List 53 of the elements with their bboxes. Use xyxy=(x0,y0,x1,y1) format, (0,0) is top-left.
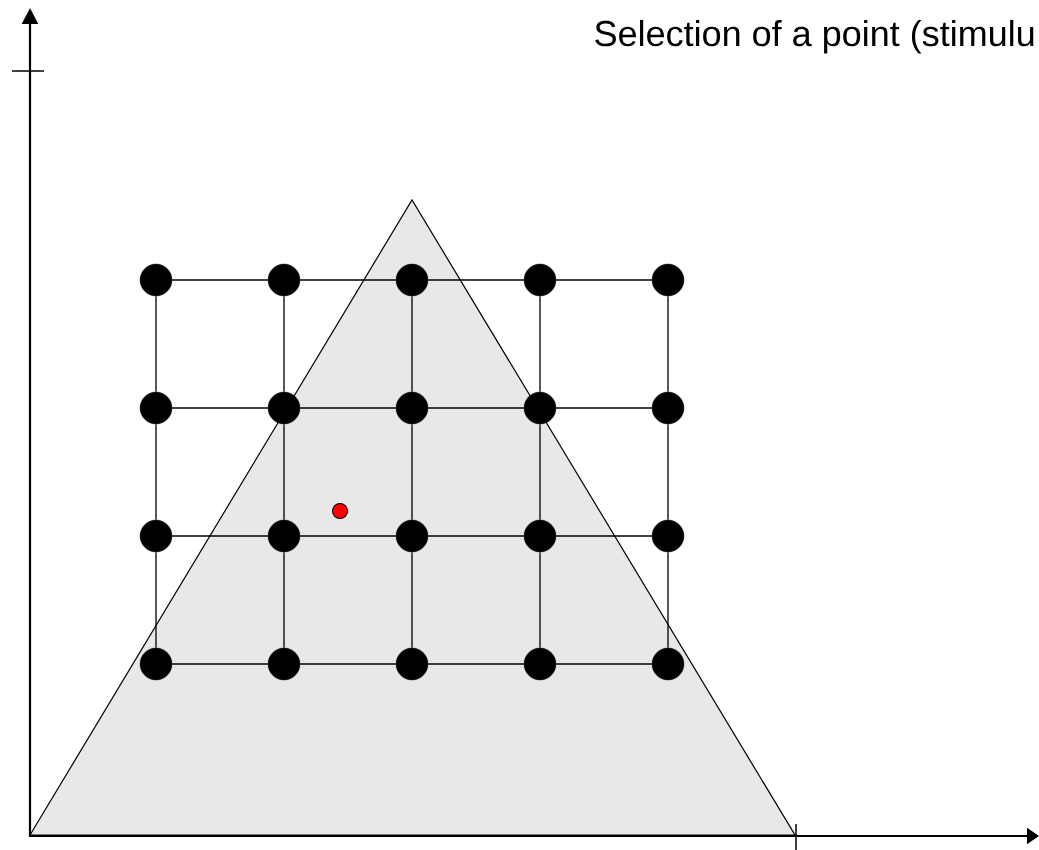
stimulus-point xyxy=(332,503,348,519)
grid-point xyxy=(139,647,173,681)
grid-line xyxy=(411,295,413,393)
grid-line xyxy=(411,551,413,649)
grid-line xyxy=(667,551,669,649)
grid-line xyxy=(427,279,525,281)
grid-point xyxy=(139,263,173,297)
grid-point xyxy=(651,391,685,425)
grid-line xyxy=(539,551,541,649)
grid-line xyxy=(283,551,285,649)
grid-point xyxy=(139,519,173,553)
grid-point xyxy=(395,647,429,681)
title: Selection of a point (stimulu xyxy=(595,19,1034,54)
grid-point xyxy=(523,647,557,681)
grid-line xyxy=(171,663,269,665)
grid-point xyxy=(139,391,173,425)
grid-line xyxy=(539,295,541,393)
grid-line xyxy=(155,423,157,521)
grid-line xyxy=(171,279,269,281)
grid-line xyxy=(299,279,397,281)
grid-line xyxy=(299,663,397,665)
grid-line xyxy=(667,423,669,521)
grid-line xyxy=(171,535,269,537)
grid-point xyxy=(651,263,685,297)
grid-point xyxy=(523,519,557,553)
grid-line xyxy=(667,295,669,393)
grid-line xyxy=(299,407,397,409)
grid-point xyxy=(523,263,557,297)
grid-point xyxy=(395,391,429,425)
grid-line xyxy=(555,407,653,409)
grid-line xyxy=(299,535,397,537)
grid-line xyxy=(427,535,525,537)
grid-line xyxy=(283,295,285,393)
grid-line xyxy=(427,407,525,409)
grid-point xyxy=(267,647,301,681)
grid-line xyxy=(427,663,525,665)
grid-point xyxy=(651,519,685,553)
grid-line xyxy=(555,535,653,537)
grid-line xyxy=(171,407,269,409)
grid-line xyxy=(411,423,413,521)
grid-point xyxy=(651,647,685,681)
grid-line xyxy=(539,423,541,521)
grid-line xyxy=(155,551,157,649)
grid-line xyxy=(155,295,157,393)
grid-point xyxy=(267,391,301,425)
grid-point xyxy=(395,263,429,297)
grid-line xyxy=(555,279,653,281)
grid-line xyxy=(555,663,653,665)
grid-line xyxy=(283,423,285,521)
grid-point xyxy=(267,519,301,553)
grid-point xyxy=(395,519,429,553)
grid-point xyxy=(267,263,301,297)
grid-point xyxy=(523,391,557,425)
